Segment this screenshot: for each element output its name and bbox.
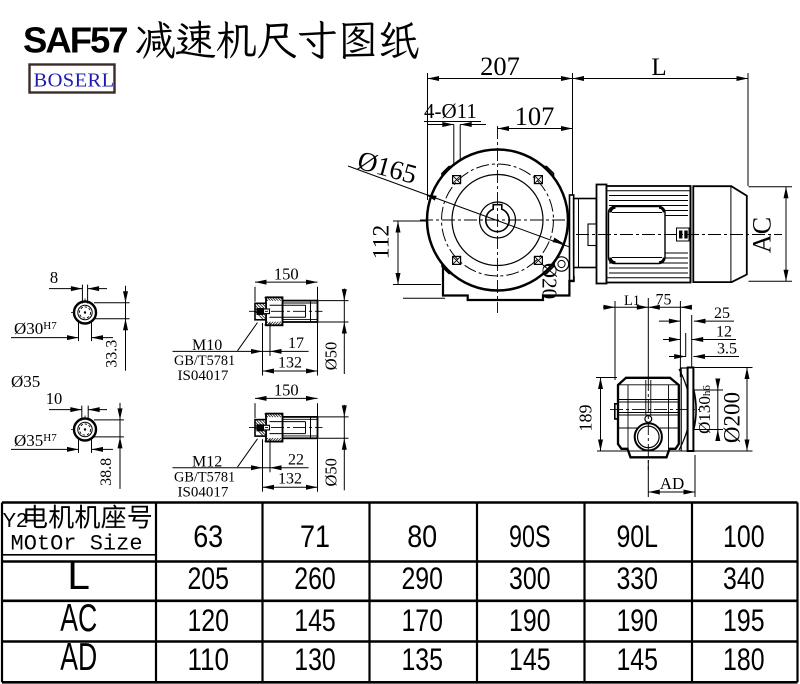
- svg-text:8: 8: [50, 268, 58, 287]
- svg-text:145: 145: [294, 602, 336, 638]
- svg-text:Ø50: Ø50: [322, 458, 341, 486]
- svg-text:340: 340: [723, 560, 765, 596]
- svg-text:260: 260: [294, 560, 336, 596]
- svg-text:80: 80: [407, 518, 437, 554]
- svg-text:22: 22: [288, 451, 304, 468]
- svg-text:120: 120: [187, 602, 229, 638]
- svg-text:90L: 90L: [616, 518, 658, 554]
- svg-text:170: 170: [401, 602, 443, 638]
- svg-text:195: 195: [723, 602, 765, 638]
- svg-text:Ø165: Ø165: [354, 145, 420, 190]
- svg-text:190: 190: [616, 602, 658, 638]
- svg-text:207: 207: [480, 51, 520, 81]
- svg-text:132: 132: [278, 471, 302, 488]
- svg-text:150: 150: [274, 264, 299, 283]
- svg-text:BOSERL: BOSERL: [34, 70, 115, 92]
- svg-text:L1: L1: [624, 293, 640, 309]
- svg-text:GB/T5781: GB/T5781: [174, 353, 235, 369]
- svg-text:Ø30H7: Ø30H7: [14, 319, 57, 338]
- svg-text:M10: M10: [192, 337, 222, 354]
- svg-text:190: 190: [509, 602, 551, 638]
- svg-text:145: 145: [616, 641, 658, 677]
- svg-text:145: 145: [509, 641, 551, 677]
- svg-text:63: 63: [193, 518, 223, 554]
- svg-text:Ø35H7: Ø35H7: [14, 431, 57, 450]
- svg-text:75: 75: [656, 292, 672, 309]
- svg-text:189: 189: [576, 405, 596, 432]
- svg-text:SAF57: SAF57: [23, 20, 127, 61]
- svg-text:110: 110: [187, 641, 229, 677]
- svg-text:112: 112: [369, 225, 395, 259]
- svg-text:290: 290: [401, 560, 443, 596]
- svg-text:AC: AC: [60, 597, 97, 640]
- svg-text:107: 107: [515, 101, 555, 131]
- svg-text:150: 150: [274, 381, 299, 400]
- svg-text:Ø200: Ø200: [720, 392, 745, 443]
- svg-text:Ø130h6: Ø130h6: [695, 385, 714, 434]
- svg-text:130: 130: [294, 641, 336, 677]
- svg-text:205: 205: [187, 560, 229, 596]
- svg-text:Ø50: Ø50: [322, 342, 341, 370]
- svg-text:3.5: 3.5: [717, 341, 737, 358]
- svg-text:33.3: 33.3: [104, 340, 121, 368]
- svg-text:135: 135: [401, 641, 443, 677]
- svg-text:Ø35: Ø35: [11, 372, 40, 391]
- svg-text:17: 17: [288, 335, 304, 352]
- svg-text:90S: 90S: [509, 518, 551, 554]
- svg-text:330: 330: [616, 560, 658, 596]
- svg-text:12: 12: [716, 324, 732, 341]
- svg-text:100: 100: [723, 518, 765, 554]
- svg-text:25: 25: [714, 305, 730, 322]
- svg-text:L: L: [67, 552, 90, 598]
- svg-text:GB/T5781: GB/T5781: [174, 469, 235, 485]
- svg-text:L: L: [651, 54, 666, 81]
- svg-text:IS04017: IS04017: [178, 368, 229, 384]
- svg-text:M12: M12: [192, 453, 222, 470]
- svg-text:Ø20: Ø20: [538, 263, 562, 299]
- svg-text:Y2: Y2: [3, 509, 28, 532]
- svg-text:71: 71: [300, 518, 330, 554]
- svg-text:38.8: 38.8: [98, 458, 115, 486]
- svg-text:10: 10: [46, 389, 63, 408]
- svg-text:4-Ø11: 4-Ø11: [424, 99, 477, 123]
- svg-text:AD: AD: [60, 636, 97, 679]
- svg-text:AD: AD: [660, 474, 685, 493]
- svg-text:IS04017: IS04017: [178, 484, 229, 500]
- svg-text:132: 132: [278, 354, 302, 371]
- svg-text:180: 180: [723, 641, 765, 677]
- svg-text:AC: AC: [748, 217, 777, 253]
- svg-text:300: 300: [509, 560, 551, 596]
- svg-text:MOtOr Size: MOtOr Size: [11, 532, 143, 557]
